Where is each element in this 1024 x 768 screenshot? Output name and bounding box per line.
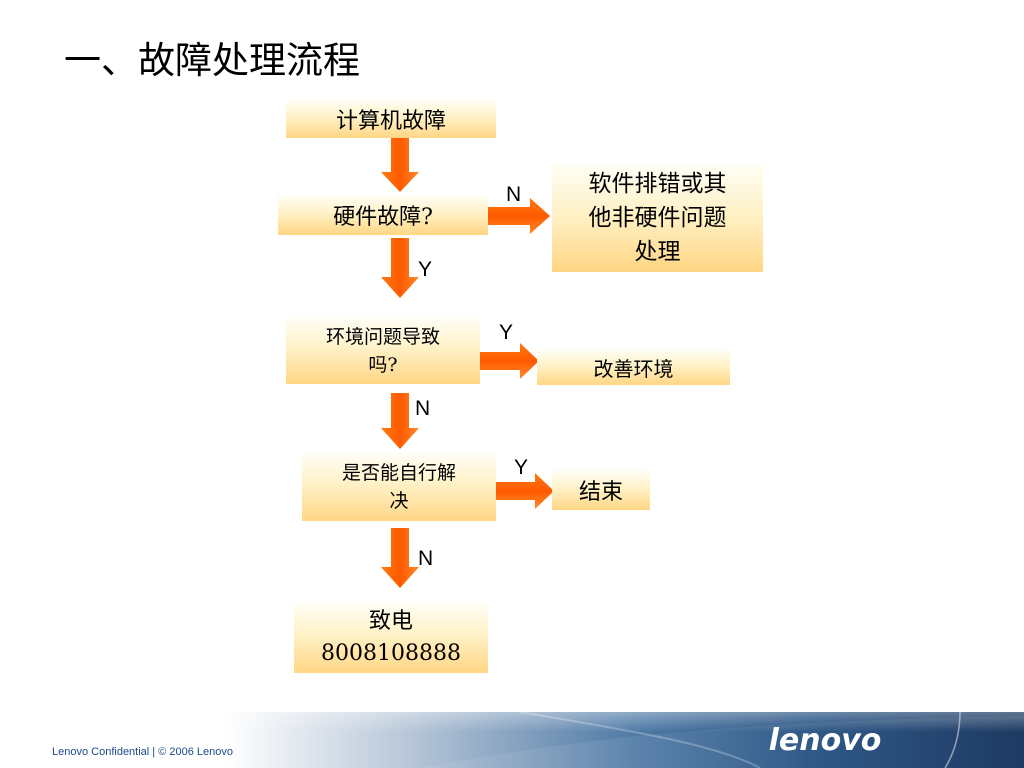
slide-title: 一、故障处理流程 [64,39,360,82]
footer-banner-graphic [0,712,1024,768]
arrow-hardware-to-env [381,238,419,298]
arrow-env-to-improve [480,343,539,379]
node-self-solve-question: 是否能自行解 决 [302,453,496,521]
edge-label-hardware-no: N [506,183,522,206]
node-improve-environment: 改善环境 [537,350,730,385]
lenovo-logo: lenovo [768,722,882,758]
edge-label-self-yes: Y [514,456,529,479]
footer-banner [0,712,1024,768]
node-environment-question: 环境问题导致 吗? [286,318,480,384]
arrow-hardware-to-software [488,198,550,234]
edge-label-env-no: N [415,397,431,420]
node-end: 结束 [552,470,650,510]
arrow-self-to-call [381,528,419,588]
edge-label-self-no: N [418,547,434,570]
edge-label-env-yes: Y [499,321,514,344]
edge-label-hardware-yes: Y [418,258,433,281]
footer-confidential-text: Lenovo Confidential | © 2006 Lenovo [52,746,233,758]
node-hardware-question: 硬件故障? [278,195,488,235]
node-computer-fault: 计算机故障 [286,100,496,138]
node-software-handling: 软件排错或其 他非硬件问题 处理 [552,164,763,272]
arrow-start-to-hardware [381,136,419,192]
arrow-env-to-self [381,393,419,449]
node-call-hotline: 致电 8008108888 [294,603,488,673]
arrow-self-to-end [496,473,554,509]
